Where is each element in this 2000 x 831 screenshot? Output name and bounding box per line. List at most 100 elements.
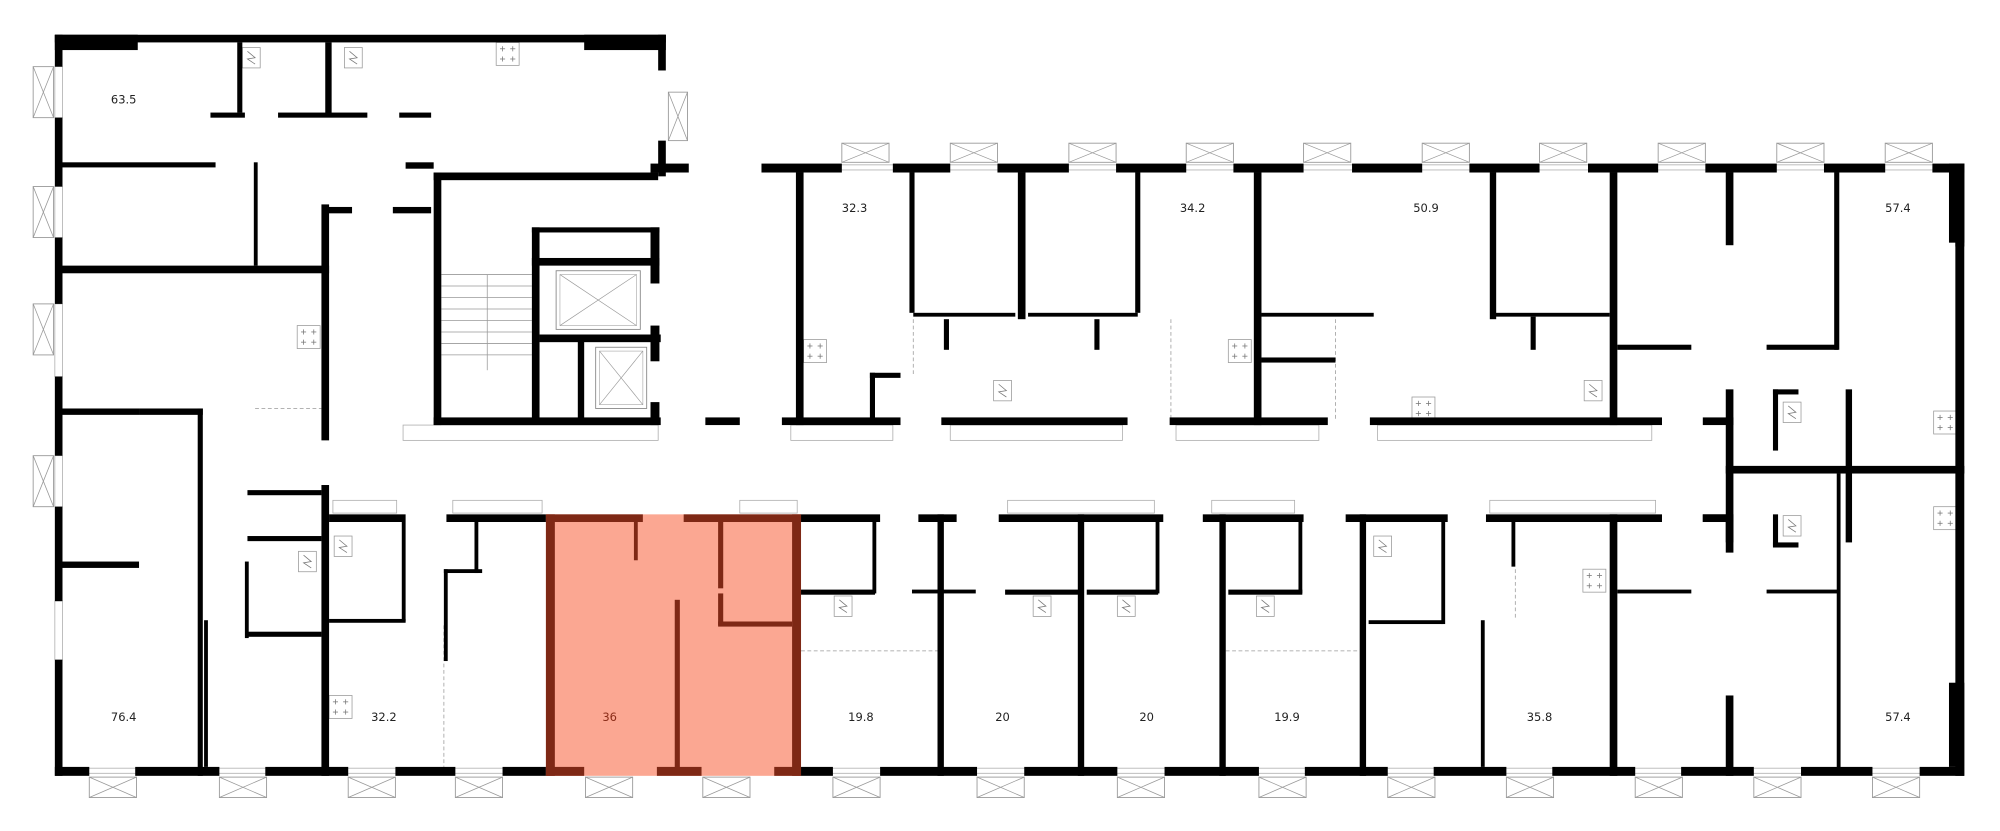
window-cross [1258, 776, 1307, 798]
boiler-icon [298, 550, 317, 573]
window-cross [1303, 142, 1351, 163]
window-cross [1068, 142, 1117, 163]
boiler-zigzag [1377, 539, 1388, 553]
wall [135, 766, 220, 776]
stove-frame [1933, 410, 1958, 435]
window-frame [32, 66, 55, 119]
wall [1233, 163, 1304, 173]
elevator-cross [559, 274, 637, 326]
area-label[interactable]: 32.2 [371, 710, 397, 724]
wall [446, 514, 546, 523]
window-cross [1506, 776, 1554, 798]
wall [1617, 589, 1692, 594]
boiler-frame [1255, 595, 1275, 617]
wall [1155, 522, 1160, 594]
wall [1772, 389, 1799, 395]
boiler-icon [1116, 595, 1136, 617]
window [1116, 776, 1165, 798]
wall [1932, 163, 1965, 173]
wall [443, 569, 483, 574]
area-label[interactable]: 20 [995, 710, 1010, 724]
wall [1617, 344, 1692, 350]
wall [1368, 620, 1443, 625]
area-label[interactable]: 57.4 [1885, 710, 1911, 724]
window [1884, 142, 1933, 163]
window-cross [1658, 142, 1706, 163]
wall [329, 618, 406, 623]
boiler-icon [1032, 595, 1052, 617]
wall [197, 408, 203, 776]
wall [1433, 766, 1507, 776]
window-sill [85, 767, 141, 774]
area-label[interactable]: 63.5 [111, 93, 137, 107]
elevator-frame [555, 270, 641, 330]
window-cross [1422, 142, 1470, 163]
selected-apartment-36[interactable] [545, 514, 802, 776]
wall [54, 237, 63, 304]
wall [54, 117, 63, 187]
window-sill [1254, 767, 1311, 774]
window-cross [219, 776, 267, 798]
area-label[interactable]: 35.8 [1527, 710, 1553, 724]
window-cross [585, 776, 633, 798]
window-frame [667, 91, 688, 142]
wall [247, 536, 322, 542]
area-label[interactable]: 57.4 [1885, 201, 1911, 215]
area-label[interactable]: 34.2 [1180, 201, 1206, 215]
wall [278, 112, 368, 118]
wall [54, 34, 666, 43]
window-frame [1116, 776, 1165, 798]
area-label[interactable]: 50.9 [1413, 201, 1439, 215]
window-sill [215, 767, 271, 774]
window-cross [841, 142, 890, 163]
selected-apartment-fill[interactable] [545, 514, 802, 776]
wall [1772, 389, 1779, 451]
wall [1681, 766, 1754, 776]
wall [247, 631, 322, 637]
wall [1024, 766, 1118, 776]
wall [1492, 312, 1610, 317]
wall [325, 42, 332, 117]
window [1258, 776, 1307, 798]
stove-frame [1933, 506, 1958, 531]
window [1185, 142, 1234, 163]
window-frame [702, 776, 751, 798]
wall [329, 514, 406, 523]
area-label[interactable]: 19.9 [1274, 710, 1300, 724]
area-label[interactable]: 32.3 [842, 201, 868, 215]
wall [892, 163, 951, 173]
window [347, 776, 396, 798]
boiler-frame [993, 380, 1012, 402]
window-cross [1186, 142, 1234, 163]
ledge [332, 499, 398, 514]
window [1387, 776, 1436, 798]
window-cross [1117, 776, 1165, 798]
wall [433, 417, 661, 426]
window [454, 776, 503, 798]
area-label[interactable]: 19.8 [848, 710, 874, 724]
window [1068, 142, 1117, 163]
area-label[interactable]: 76.4 [111, 710, 137, 724]
window-frame [347, 776, 396, 798]
wall [1766, 589, 1839, 594]
selected-wall [792, 514, 802, 776]
wall [1077, 514, 1085, 776]
area-label[interactable]: 20 [1139, 710, 1154, 724]
stove-frame [803, 339, 827, 363]
wall [705, 417, 740, 426]
elevator-frame [595, 346, 648, 409]
wall [1352, 163, 1423, 173]
wall [1480, 620, 1485, 767]
window-frame [1657, 142, 1706, 163]
boiler-frame [344, 47, 363, 69]
window-frame [832, 776, 881, 798]
boiler-icon [333, 535, 353, 557]
wall [54, 659, 63, 776]
wall [1511, 522, 1516, 567]
ledge [1175, 424, 1320, 441]
wall [1261, 312, 1374, 317]
area-label-selected[interactable]: 36 [602, 710, 617, 724]
wall [443, 569, 448, 662]
window-frame [32, 186, 55, 239]
boiler-frame [1583, 380, 1603, 402]
